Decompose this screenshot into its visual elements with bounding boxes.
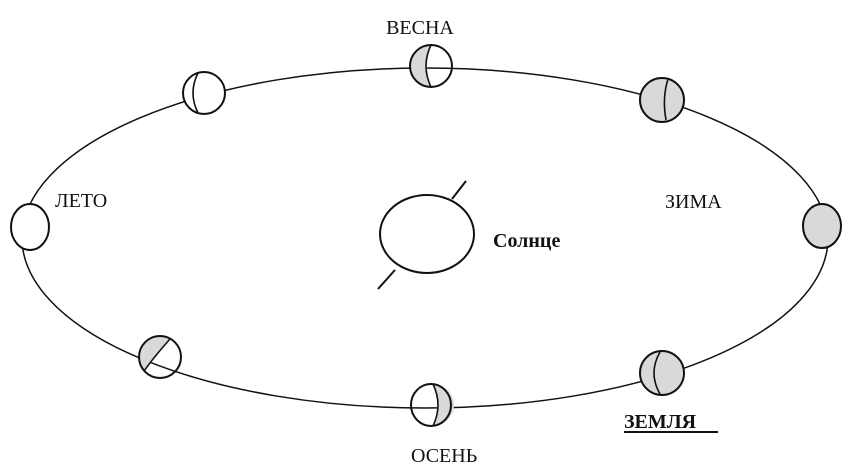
earth-lower-right-fill — [640, 351, 684, 395]
earth-winter — [802, 203, 842, 249]
label-earth: ЗЕМЛЯ — [624, 411, 697, 433]
label-summer: ЛЕТО — [55, 190, 107, 212]
earth-upper-right-fill — [640, 78, 684, 122]
sun-axis-bottom — [377, 269, 396, 290]
earth-upper-right-body — [639, 77, 685, 123]
earth-autumn-body — [410, 383, 452, 427]
earth-upper-left — [182, 71, 226, 115]
earth-upper-left-terminator — [192, 72, 199, 114]
sun-circle — [379, 194, 475, 274]
earth-lower-left — [138, 335, 182, 379]
label-autumn: ОСЕНЬ — [411, 445, 477, 467]
earth-upper-left-body — [182, 71, 226, 115]
earth-lower-left-shade — [138, 336, 170, 371]
earth-lower-right — [639, 350, 685, 396]
earth-autumn — [410, 383, 454, 427]
earth-upper-right-terminator — [663, 78, 669, 121]
label-winter: ЗИМА — [665, 191, 722, 213]
earth-lower-left-terminator — [143, 338, 171, 372]
sun: Солнце — [377, 180, 560, 290]
earth-lower-left-body — [138, 335, 182, 379]
earth-spring — [409, 44, 453, 88]
earth-summer — [10, 203, 50, 251]
earth-spring-shade — [410, 45, 431, 87]
earth-summer-body — [10, 203, 50, 251]
earth-lower-right-terminator — [653, 351, 661, 395]
earth-spring-terminator — [425, 44, 432, 88]
earth-autumn-terminator — [432, 383, 439, 427]
earth-upper-right — [639, 77, 685, 123]
sun-axis-top — [451, 180, 467, 200]
earth-winter-body — [802, 203, 842, 249]
earth-winter-fill — [803, 204, 841, 248]
label-spring: ВЕСНА — [386, 17, 454, 39]
earth-lower-right-body — [639, 350, 685, 396]
sun-label: Солнце — [493, 230, 560, 252]
